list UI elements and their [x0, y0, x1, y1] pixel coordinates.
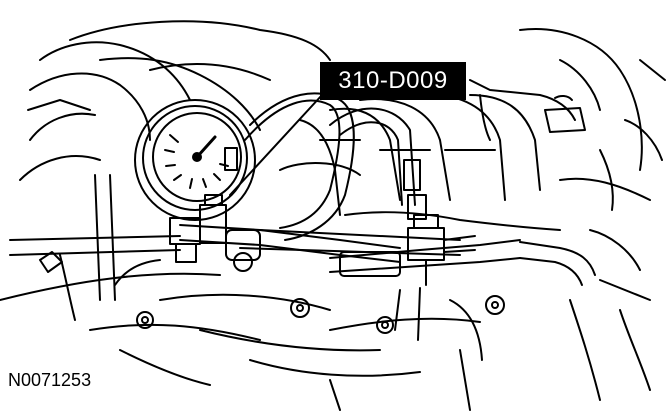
figure-id: N0071253	[8, 370, 92, 390]
engine-top-covers	[19, 20, 331, 181]
tool-callout-label: 310-D009	[320, 62, 466, 100]
tee-fitting	[407, 214, 476, 286]
gauge-hose	[244, 92, 427, 241]
pressure-gauge	[134, 99, 256, 221]
callout-leader-line	[229, 94, 323, 196]
fuel-rail	[179, 224, 596, 286]
right-side-components	[519, 28, 666, 401]
left-hose	[39, 174, 116, 321]
valve-assembly	[114, 194, 261, 286]
lower-lines	[0, 229, 461, 341]
bottom-details	[119, 287, 505, 411]
